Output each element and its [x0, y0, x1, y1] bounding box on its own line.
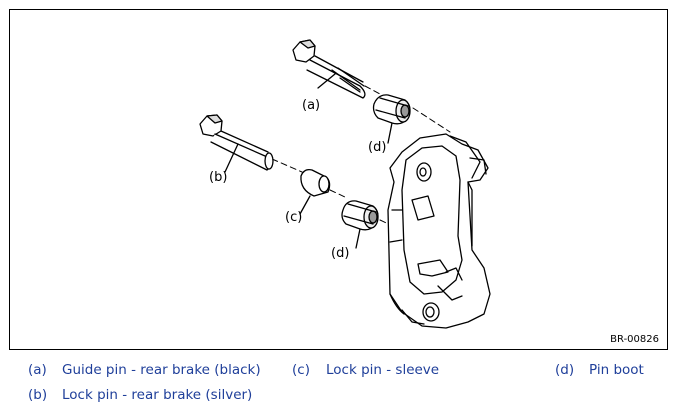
- legend-text: Lock pin - rear brake (silver): [62, 387, 253, 403]
- legend-letter: (d): [555, 362, 575, 378]
- diagram-frame: (a) (d) (b) (c) (d) BR-00826: [9, 9, 668, 350]
- legend-item-b: (b) Lock pin - rear brake (silver): [28, 387, 252, 403]
- legend-row-1: (a) Guide pin - rear brake (black) (c) Loc…: [0, 362, 679, 382]
- legend-text: Pin boot: [589, 362, 644, 378]
- callout-c: (c): [285, 210, 303, 225]
- callout-d-lower: (d): [331, 246, 350, 261]
- legend-letter: (a): [28, 362, 47, 378]
- legend-row-2: (b) Lock pin - rear brake (silver): [0, 387, 679, 407]
- callout-b: (b): [209, 170, 228, 185]
- figure-code: BR-00826: [610, 334, 659, 345]
- sleeve-part: [299, 168, 331, 215]
- pin-boot-upper-part: [372, 94, 411, 144]
- exploded-view-drawing: [199, 39, 491, 329]
- legend-text: Lock pin - sleeve: [326, 362, 440, 378]
- legend-letter: (b): [28, 387, 48, 403]
- legend-item-a: (a) Guide pin - rear brake (black): [28, 362, 261, 378]
- legend-letter: (c): [292, 362, 310, 378]
- legend-item-c: (c) Lock pin - sleeve: [292, 362, 439, 378]
- callout-a: (a): [302, 98, 321, 113]
- legend-item-d: (d) Pin boot: [555, 362, 644, 378]
- caliper-bracket-part: [387, 133, 491, 329]
- legend-text: Guide pin - rear brake (black): [62, 362, 261, 378]
- pin-boot-lower-part: [341, 200, 379, 249]
- guide-pin-part: [292, 39, 366, 99]
- callout-d-upper: (d): [368, 140, 387, 155]
- lock-pin-part: [199, 114, 274, 173]
